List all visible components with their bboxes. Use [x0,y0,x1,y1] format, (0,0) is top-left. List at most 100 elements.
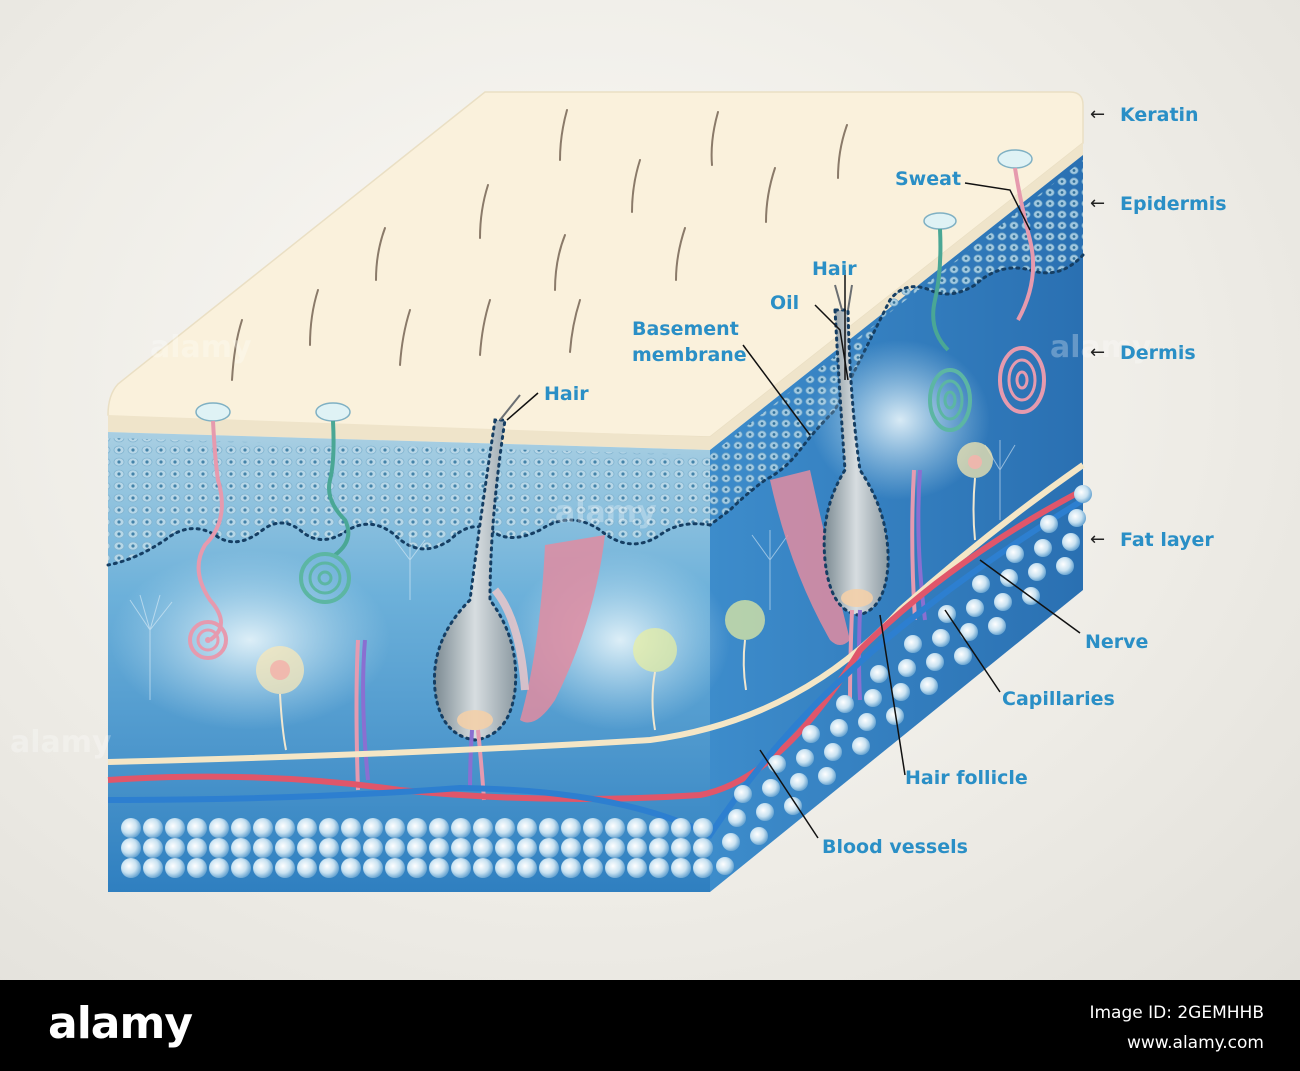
fat-cell [1074,485,1092,503]
fat-cell [784,797,802,815]
fat-cell [121,838,141,858]
fat-cell [341,838,361,858]
fat-cell [671,818,691,838]
fat-cell [253,858,273,878]
fat-cell [864,689,882,707]
fat-cell [495,858,515,878]
fat-cell [539,858,559,878]
fat-cell [473,818,493,838]
fat-cell [1006,545,1024,563]
fat-cell [231,838,251,858]
fat-cell [1028,563,1046,581]
fat-cell [716,857,734,875]
fat-cell [583,818,603,838]
footer-bar: alamy Image ID: 2GEMHHB www.alamy.com [0,980,1300,1071]
fat-cell [693,858,713,878]
fat-cell [802,725,820,743]
fat-cell [649,838,669,858]
fat-cell [451,818,471,838]
fat-cell [231,818,251,838]
epidermis-arrow: ← [1090,193,1106,214]
fat-cell [407,838,427,858]
fat-cell [830,719,848,737]
fat-cell [297,858,317,878]
fat-cell [561,818,581,838]
fat-cell [165,858,185,878]
diagram-stage: alamy alamy alamy alamy ← Keratin ← Epid… [0,0,1300,980]
fat-cell [275,858,295,878]
blood-vessels-label: Blood vessels [822,836,968,858]
fat-cell [728,809,746,827]
fat-cell [988,617,1006,635]
fat-cell [649,818,669,838]
fat-cell [954,647,972,665]
fat-cell [187,818,207,838]
fat-cell [121,818,141,838]
fat-cell [960,623,978,641]
fat-cell [495,838,515,858]
fat-cell [886,707,904,725]
fat-cell [341,858,361,878]
nerve-label: Nerve [1085,631,1149,653]
fat-cell [932,629,950,647]
alamy-logo: alamy [48,998,193,1049]
fat-cell [1062,533,1080,551]
fat-cell [451,838,471,858]
fat-cell [1040,515,1058,533]
fat-cell [1000,569,1018,587]
watermark-text: alamy [150,330,252,365]
fat-cell [363,838,383,858]
dermis-arrow: ← [1090,342,1106,363]
fat-cell [253,818,273,838]
fat-cell [385,858,405,878]
site-url-text: www.alamy.com [1126,1033,1264,1053]
fat-cell [671,858,691,878]
fat-cell [994,593,1012,611]
fat-layer-arrow: ← [1090,529,1106,550]
fat-cell [734,785,752,803]
fat-cell [429,818,449,838]
fat-cell [341,818,361,838]
fat-cell [275,838,295,858]
sweat-label: Sweat [895,168,962,190]
fat-layer-label: Fat layer [1120,529,1214,551]
fat-cell [768,755,786,773]
fat-cell [627,818,647,838]
fat-cell [517,838,537,858]
fat-cell [605,838,625,858]
fat-cell [209,838,229,858]
fat-cell [649,858,669,878]
fat-cell [605,818,625,838]
keratin-label: Keratin [1120,104,1199,126]
fat-cell [517,858,537,878]
dermis-label: Dermis [1120,342,1196,364]
fat-cell [561,838,581,858]
fat-cell [858,713,876,731]
fat-cell [209,818,229,838]
image-id-text: Image ID: 2GEMHHB [1089,1003,1264,1023]
fat-cell [517,818,537,838]
fat-cell [319,818,339,838]
hair-label-top: Hair [812,258,857,280]
basement-membrane-label-2: membrane [632,344,747,366]
fat-cell [836,695,854,713]
watermark-text: alamy [10,725,112,760]
keratin-arrow: ← [1090,104,1106,125]
fat-cell [1056,557,1074,575]
fat-cell [385,818,405,838]
fat-cell [495,818,515,838]
watermark-text: alamy [1050,330,1152,365]
fat-cell [561,858,581,878]
fat-cell [818,767,836,785]
fat-cell [407,818,427,838]
fat-cell [363,818,383,838]
fat-cell [605,858,625,878]
fat-cell [319,858,339,878]
fat-cell [796,749,814,767]
hair-label-left: Hair [544,383,589,405]
fat-cell [1034,539,1052,557]
fat-cell [583,858,603,878]
fat-cell [429,838,449,858]
fat-cell [297,838,317,858]
fat-cell [583,838,603,858]
